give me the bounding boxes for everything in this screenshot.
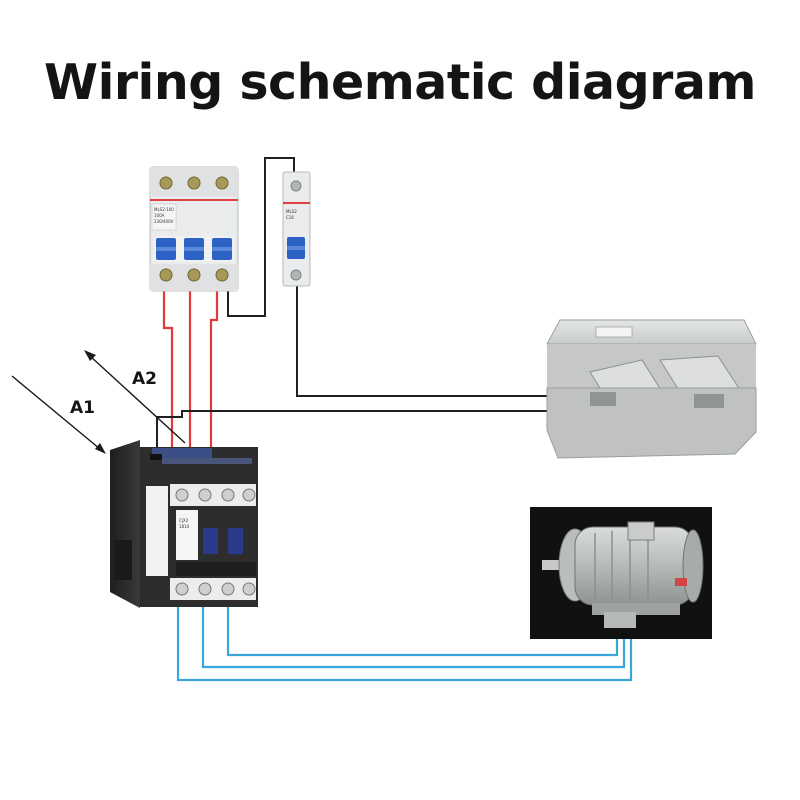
control-wire-breaker-link (227, 157, 295, 317)
control-wires (156, 157, 548, 447)
foot-pedal-switch (546, 319, 757, 459)
svg-text:C16: C16 (286, 215, 294, 220)
svg-text:CJX2: CJX2 (179, 518, 189, 523)
motor-wire-v (201, 600, 626, 669)
a2-arrow (84, 350, 186, 444)
a2-label: A2 (132, 369, 157, 389)
control-wire-pedal-lower (156, 410, 548, 447)
phase-wire-l1 (162, 285, 174, 470)
motor-wires (176, 600, 633, 682)
three-pole-breaker: MLS2-100 100A 230/400V (149, 166, 239, 292)
single-pole-breaker: MLS2 C16 (282, 171, 311, 287)
contactor-coil-strip (152, 448, 212, 458)
control-wire-pedal-upper (296, 285, 548, 397)
phase-wires (162, 285, 219, 470)
motor-wire-w (226, 600, 619, 657)
phase-wire-l3 (209, 285, 219, 470)
motor-shaft (542, 560, 568, 570)
svg-text:230/400V: 230/400V (154, 219, 174, 224)
svg-text:MLS2-100: MLS2-100 (154, 207, 174, 212)
three-phase-motor (530, 507, 712, 639)
ac-contactor: CJX2 1810 (110, 440, 258, 608)
a1-arrow (11, 375, 106, 454)
pedal-nameplate (595, 326, 633, 338)
svg-text:1810: 1810 (179, 524, 190, 529)
motor-wire-u (176, 600, 633, 682)
svg-text:100A: 100A (154, 213, 165, 218)
motor-terminal-box (627, 521, 655, 541)
svg-text:MLS2: MLS2 (286, 209, 297, 214)
a1-label: A1 (70, 398, 95, 418)
diagram-title: Wiring schematic diagram (44, 54, 756, 111)
